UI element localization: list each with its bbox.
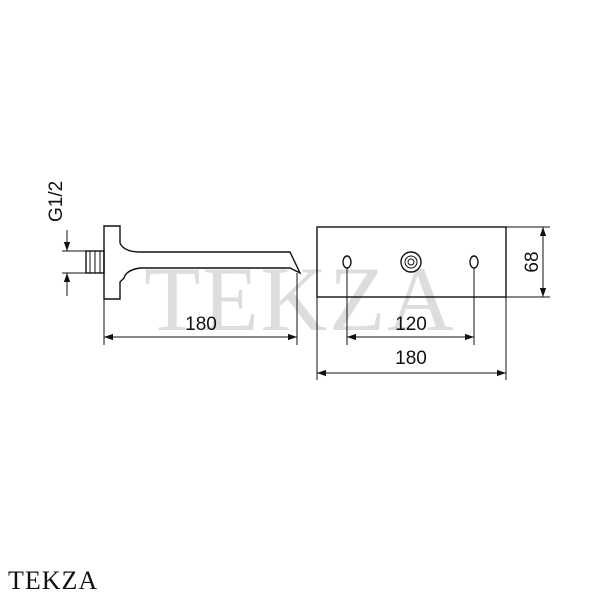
- spout-body: [103, 225, 302, 300]
- hole-spacing-dimension: 120: [347, 314, 474, 341]
- plate-height-dimension: 68: [522, 227, 547, 297]
- spout-side-view: [85, 225, 302, 345]
- plate-height-label: 68: [522, 251, 543, 272]
- plate-width-dimension: 180: [317, 348, 506, 377]
- thread-dimension: G1/2: [46, 181, 86, 296]
- thread-label: G1/2: [46, 181, 67, 222]
- brand-logo-text: TEKZA: [8, 566, 99, 595]
- hole-spacing-label: 120: [395, 314, 427, 335]
- side-length-dimension: 180: [104, 314, 297, 341]
- plate-front-view: [316, 226, 550, 380]
- side-length-label: 180: [185, 314, 217, 335]
- water-outlet: [400, 251, 422, 273]
- wall-plate: [316, 226, 507, 298]
- plate-width-label: 180: [395, 348, 427, 369]
- right-mounting-hole: [469, 255, 479, 269]
